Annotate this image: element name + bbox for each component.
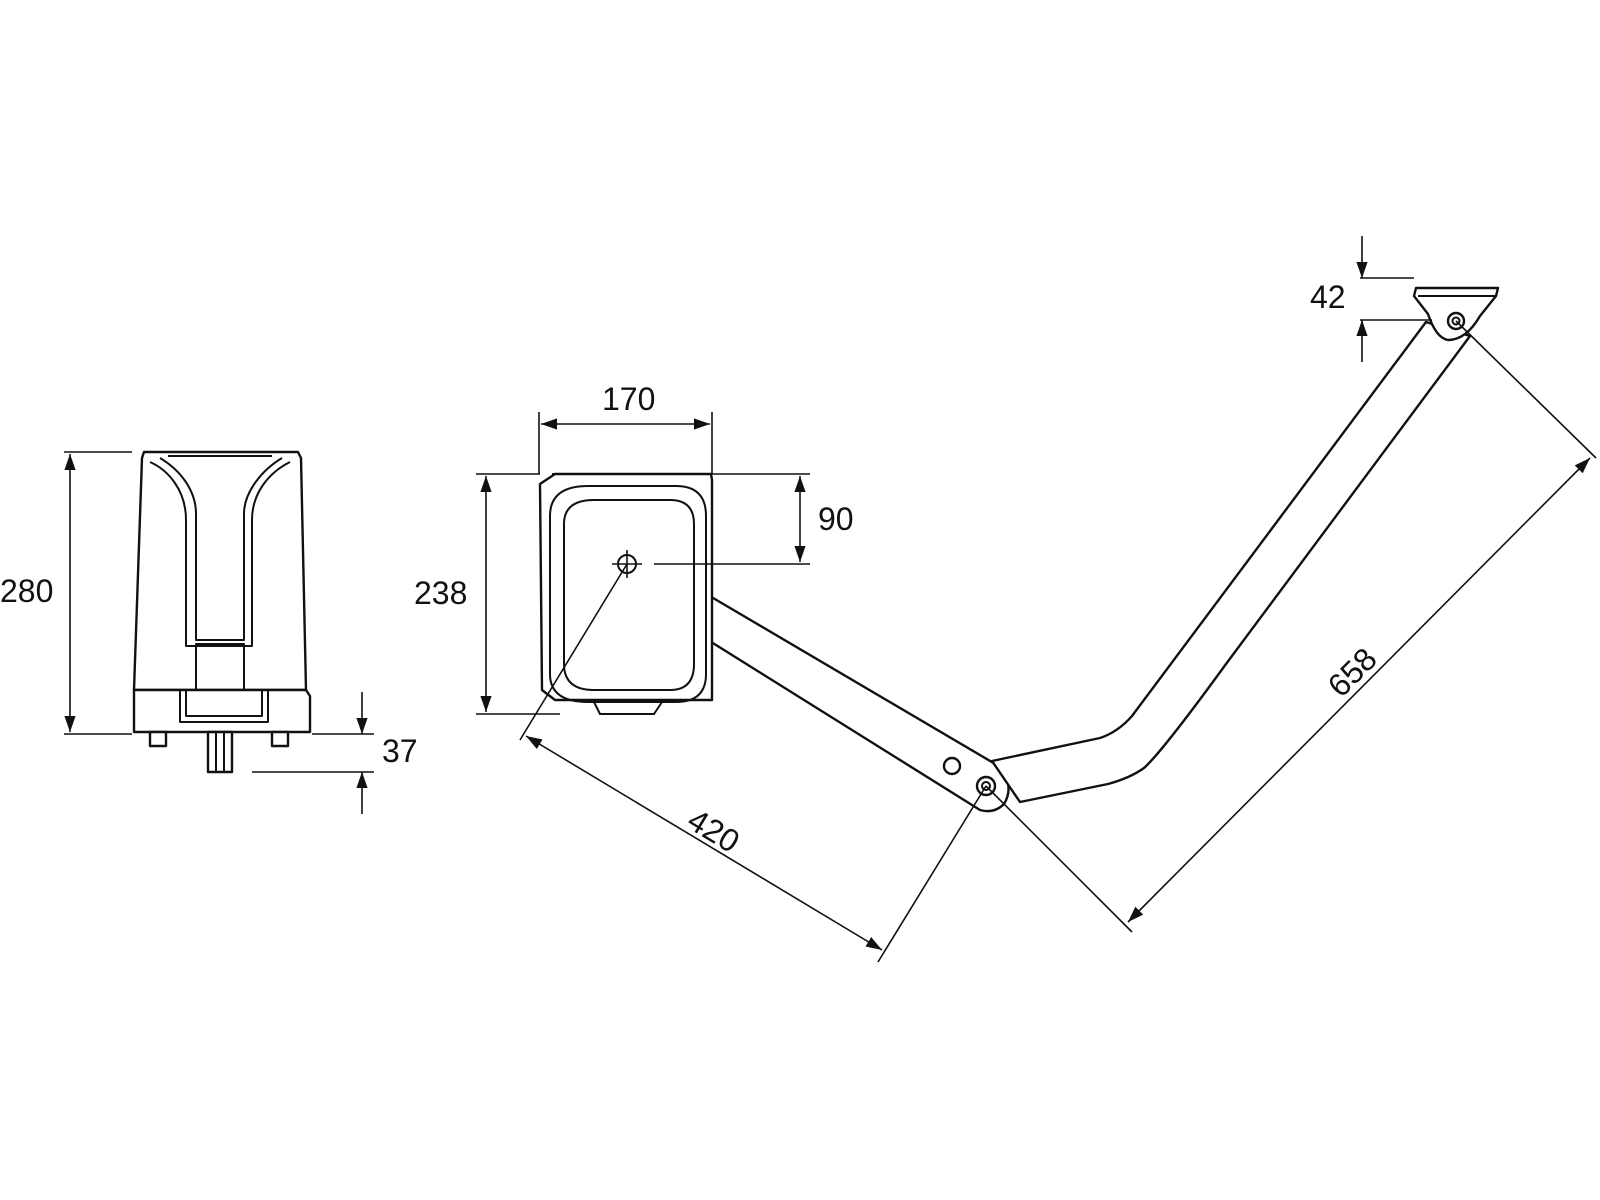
- arm2-span-label: 658: [1321, 641, 1384, 704]
- dimension-lines: [64, 236, 1597, 963]
- bracket-height-label: 42: [1310, 279, 1346, 315]
- foot-height-label: 37: [382, 733, 418, 769]
- front-width-label: 170: [602, 381, 655, 417]
- motor-front-view: [538, 286, 1500, 813]
- front-height-label: 238: [414, 575, 467, 611]
- side-height-label: 280: [0, 573, 53, 609]
- arm1-length-label: 420: [682, 801, 746, 859]
- motor-side-view: [132, 450, 312, 774]
- pivot-offset-label: 90: [818, 501, 854, 537]
